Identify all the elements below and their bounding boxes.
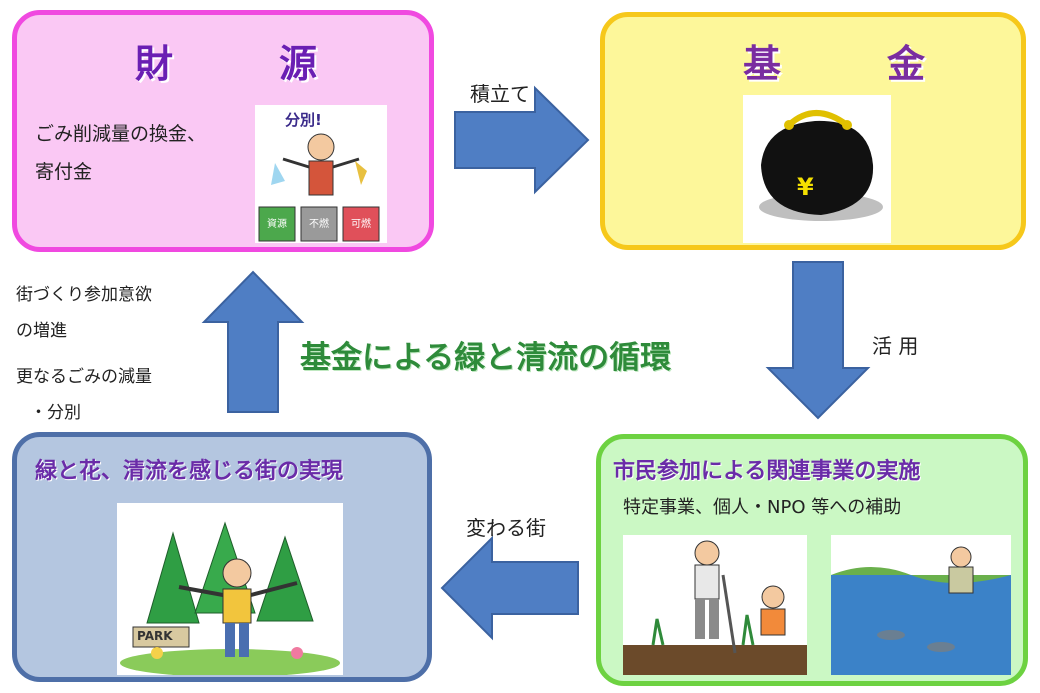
sorting-illustration: 分別! 資源 不燃 可燃 <box>255 105 387 243</box>
city-title: 緑と花、清流を感じる街の実現 <box>35 459 344 484</box>
park-person-icon <box>120 521 340 677</box>
bin-burnable-label: 可燃 <box>351 219 371 230</box>
planting-illustration <box>623 535 807 675</box>
sorting-label: 分別! <box>285 111 322 129</box>
source-text-line2: 寄付金 <box>35 161 93 183</box>
left-label-3: 更なるごみの減量 <box>16 367 152 387</box>
yen-symbol: ¥ <box>797 173 814 201</box>
project-title: 市民参加による関連事業の実施 <box>613 459 921 484</box>
arrow-left <box>440 535 579 641</box>
park-illustration: PARK <box>117 503 343 677</box>
left-label-2: の増進 <box>16 321 67 341</box>
source-box: 財 源 ごみ削減量の換金、 寄付金 分別! 資源 不燃 可燃 <box>12 10 434 252</box>
person-sorting-icon <box>258 133 380 242</box>
arrow-top-label: 積立て <box>470 82 530 106</box>
arrow-up <box>201 270 305 413</box>
river-person-icon <box>831 546 1011 675</box>
park-sign: PARK <box>137 629 173 643</box>
fund-box: 基 金 ¥ <box>600 12 1026 250</box>
arrow-bottom-label: 変わる街 <box>466 516 546 540</box>
fund-title: 基 金 <box>743 42 960 86</box>
gardening-people-icon <box>623 540 807 675</box>
source-title: 財 源 <box>135 42 352 86</box>
source-text-line1: ごみ削減量の換金、 <box>35 123 207 145</box>
arrow-down <box>765 261 871 420</box>
arrow-right-label: 活 用 <box>872 334 919 358</box>
river-cleanup-illustration <box>831 535 1011 675</box>
left-label-1: 街づくり参加意欲 <box>16 285 152 305</box>
project-box: 市民参加による関連事業の実施 特定事業、個人・NPO 等への補助 <box>596 434 1028 686</box>
center-caption: 基金による緑と清流の循環 <box>300 340 672 376</box>
left-label-4: ・分別 <box>30 403 81 423</box>
bin-nonburnable-label: 不燃 <box>309 219 329 230</box>
arrow-right <box>454 85 590 195</box>
city-box: 緑と花、清流を感じる街の実現 PARK <box>12 432 432 682</box>
bin-recycle-label: 資源 <box>267 219 287 230</box>
purse-illustration: ¥ <box>743 95 891 243</box>
project-subtitle: 特定事業、個人・NPO 等への補助 <box>623 497 902 518</box>
coin-purse-icon <box>759 110 883 221</box>
